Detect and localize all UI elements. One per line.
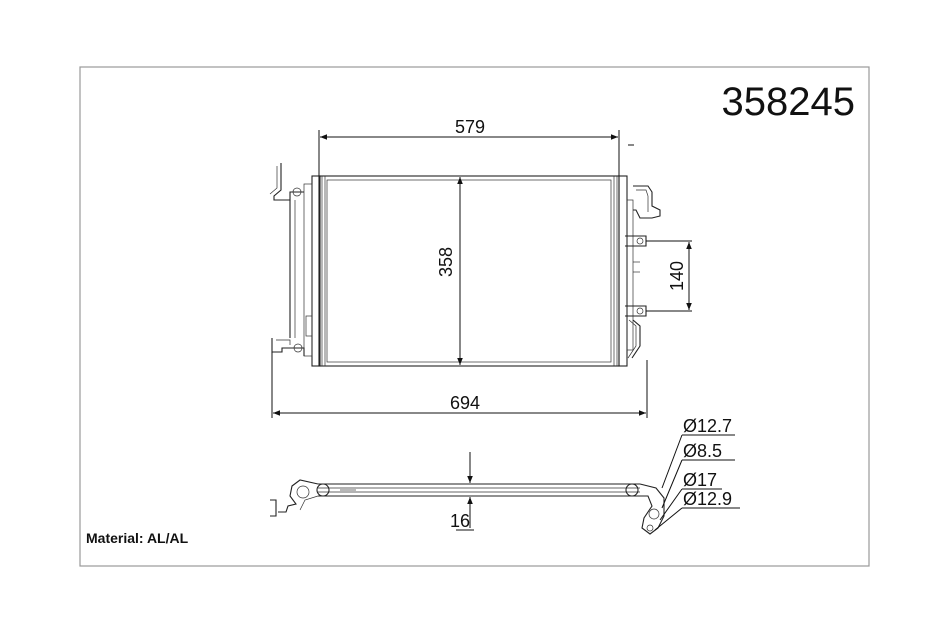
material-label: Material: AL/AL [86,530,189,546]
drawing-frame [79,66,870,567]
connector-callouts: Ø12.7 Ø8.5 Ø17 Ø12.9 [654,416,740,531]
dimension-core-width: 579 [318,117,634,176]
dimension-label-port-spacing: 140 [667,261,687,291]
connector-diameter-3: Ø17 [683,470,717,490]
dimension-thickness: 16 [450,452,474,531]
dimension-label-core-height: 358 [436,247,456,277]
dimension-core-height: 358 [436,177,463,365]
dimension-label-core-width: 579 [455,117,485,137]
connector-diameter-2: Ø8.5 [683,441,722,461]
dimension-label-thickness: 16 [450,511,470,531]
dimension-label-overall-width: 694 [450,393,480,413]
part-number: 358245 [722,80,855,124]
dimension-port-spacing: 140 [646,240,692,312]
connector-diameter-4: Ø12.9 [683,489,732,509]
condenser-top-view [270,479,665,535]
condenser-front-view [269,163,661,367]
connector-diameter-1: Ø12.7 [683,416,732,436]
dimension-overall-width: 694 [271,352,648,418]
